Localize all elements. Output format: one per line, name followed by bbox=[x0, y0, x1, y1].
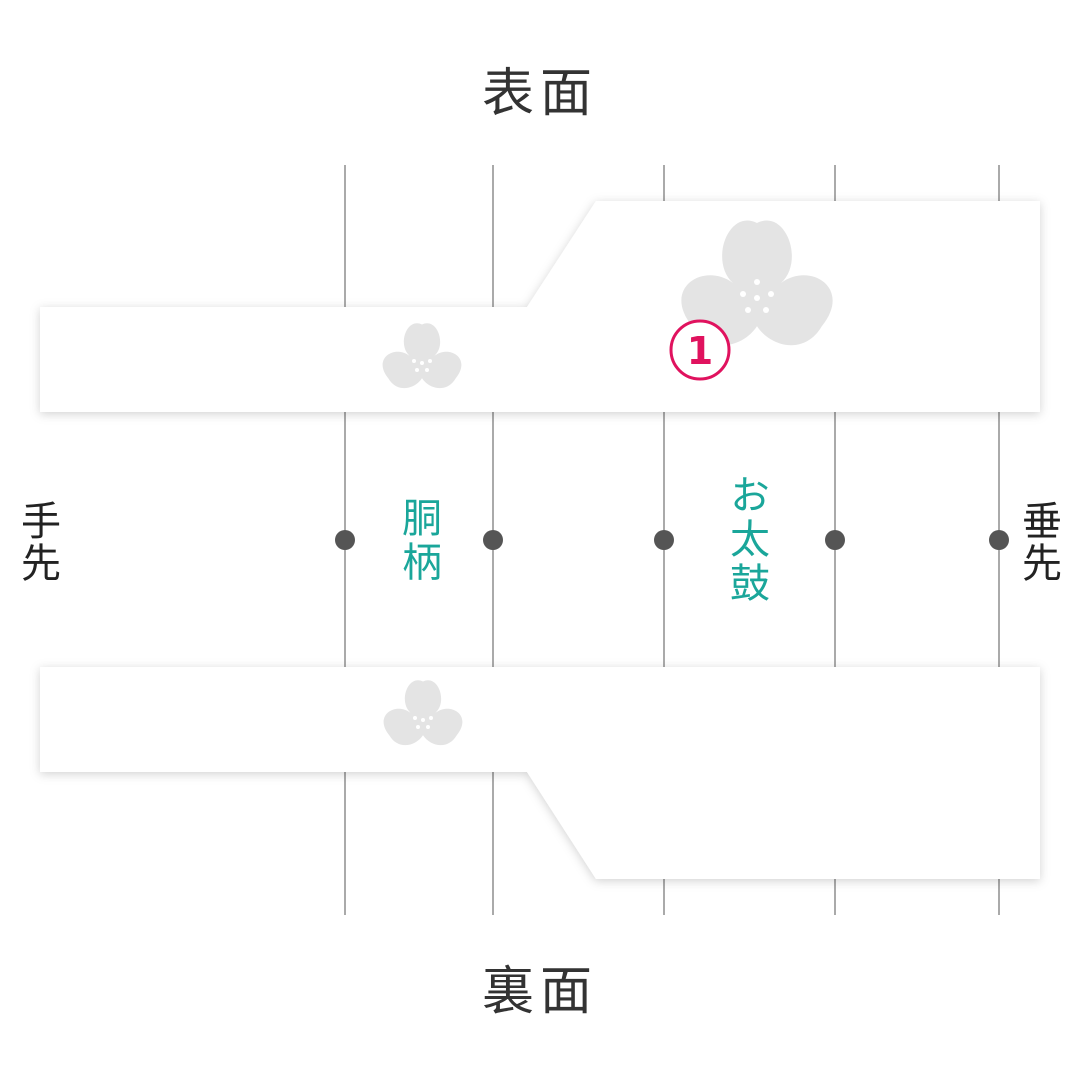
divider-dot-3 bbox=[654, 530, 674, 550]
divider-dot-4 bbox=[825, 530, 845, 550]
zone-label-otaiko: お太鼓 bbox=[723, 474, 769, 606]
zone-label-body: 胴柄 bbox=[395, 497, 441, 585]
back-title: 裏面 bbox=[481, 962, 598, 1022]
flower-icon-large bbox=[681, 220, 833, 346]
right-end-label: 垂先 bbox=[1015, 500, 1061, 584]
divider-dot-5 bbox=[989, 530, 1009, 550]
marker-circled-number-icon: 1 bbox=[669, 319, 731, 381]
flower-icon-front bbox=[382, 323, 462, 389]
divider-dots bbox=[335, 530, 1009, 550]
front-title: 表面 bbox=[481, 64, 598, 124]
left-end-label: 手先 bbox=[14, 500, 60, 584]
marker-number: 1 bbox=[687, 329, 713, 373]
front-band bbox=[40, 201, 1040, 412]
divider-dot-1 bbox=[335, 530, 355, 550]
divider-dot-2 bbox=[483, 530, 503, 550]
flower-icon-back bbox=[383, 680, 463, 746]
back-band bbox=[40, 667, 1040, 879]
